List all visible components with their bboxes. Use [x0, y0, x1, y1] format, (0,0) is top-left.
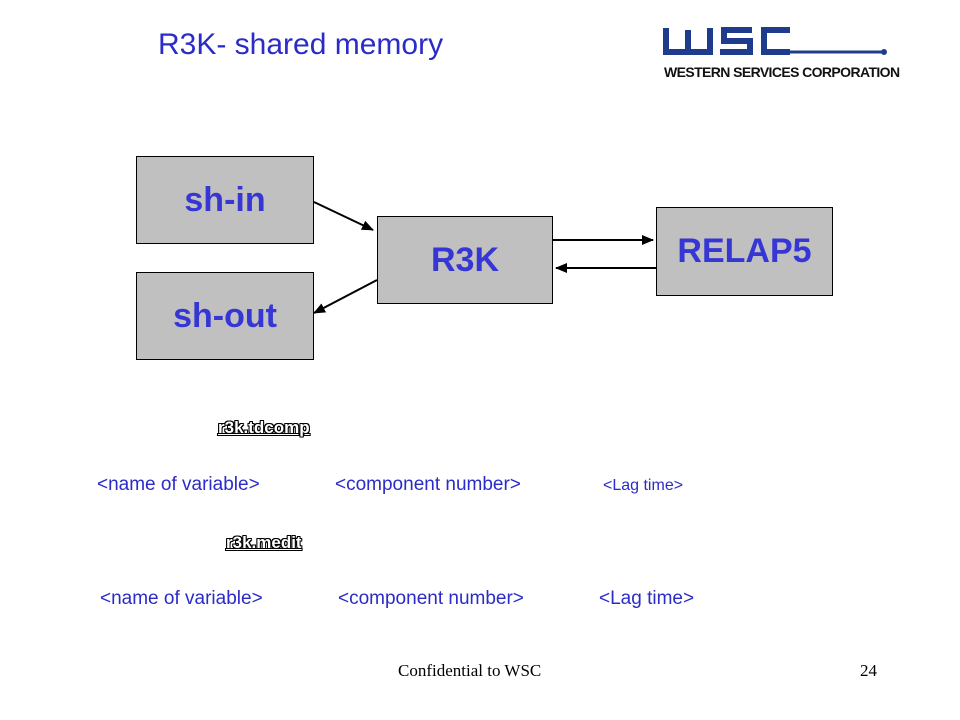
- slide-title: R3K- shared memory: [158, 28, 444, 61]
- footer-confidential: Confidential to WSC: [398, 661, 542, 680]
- sh-in-box: sh-in: [136, 156, 314, 244]
- medit-arg-component: <component number>: [338, 588, 524, 609]
- medit-arg-lag: <Lag time>: [599, 588, 695, 609]
- relap5-box: RELAP5: [656, 207, 833, 296]
- medit-arg-variable: <name of variable>: [100, 588, 263, 609]
- r3k-box: R3K: [377, 216, 553, 304]
- arrow-shin-to-r3k: [313, 201, 374, 231]
- tdcomp-arg-component: <component number>: [335, 474, 521, 495]
- tdcomp-label: r3k.tdcomp: [218, 418, 310, 437]
- sh-out-box: sh-out: [136, 272, 314, 360]
- tdcomp-arg-variable: <name of variable>: [97, 474, 260, 495]
- wsc-logo-text: WESTERN SERVICES CORPORATION: [664, 64, 900, 80]
- footer-page-number: 24: [860, 661, 877, 680]
- tdcomp-arg-lag: <Lag time>: [603, 477, 684, 494]
- arrow-r3k-to-shout: [313, 279, 378, 314]
- medit-label: r3k.medit: [226, 533, 302, 552]
- wsc-logo: WESTERN SERVICES CORPORATION: [660, 22, 900, 92]
- wsc-logo-mark: [663, 27, 887, 55]
